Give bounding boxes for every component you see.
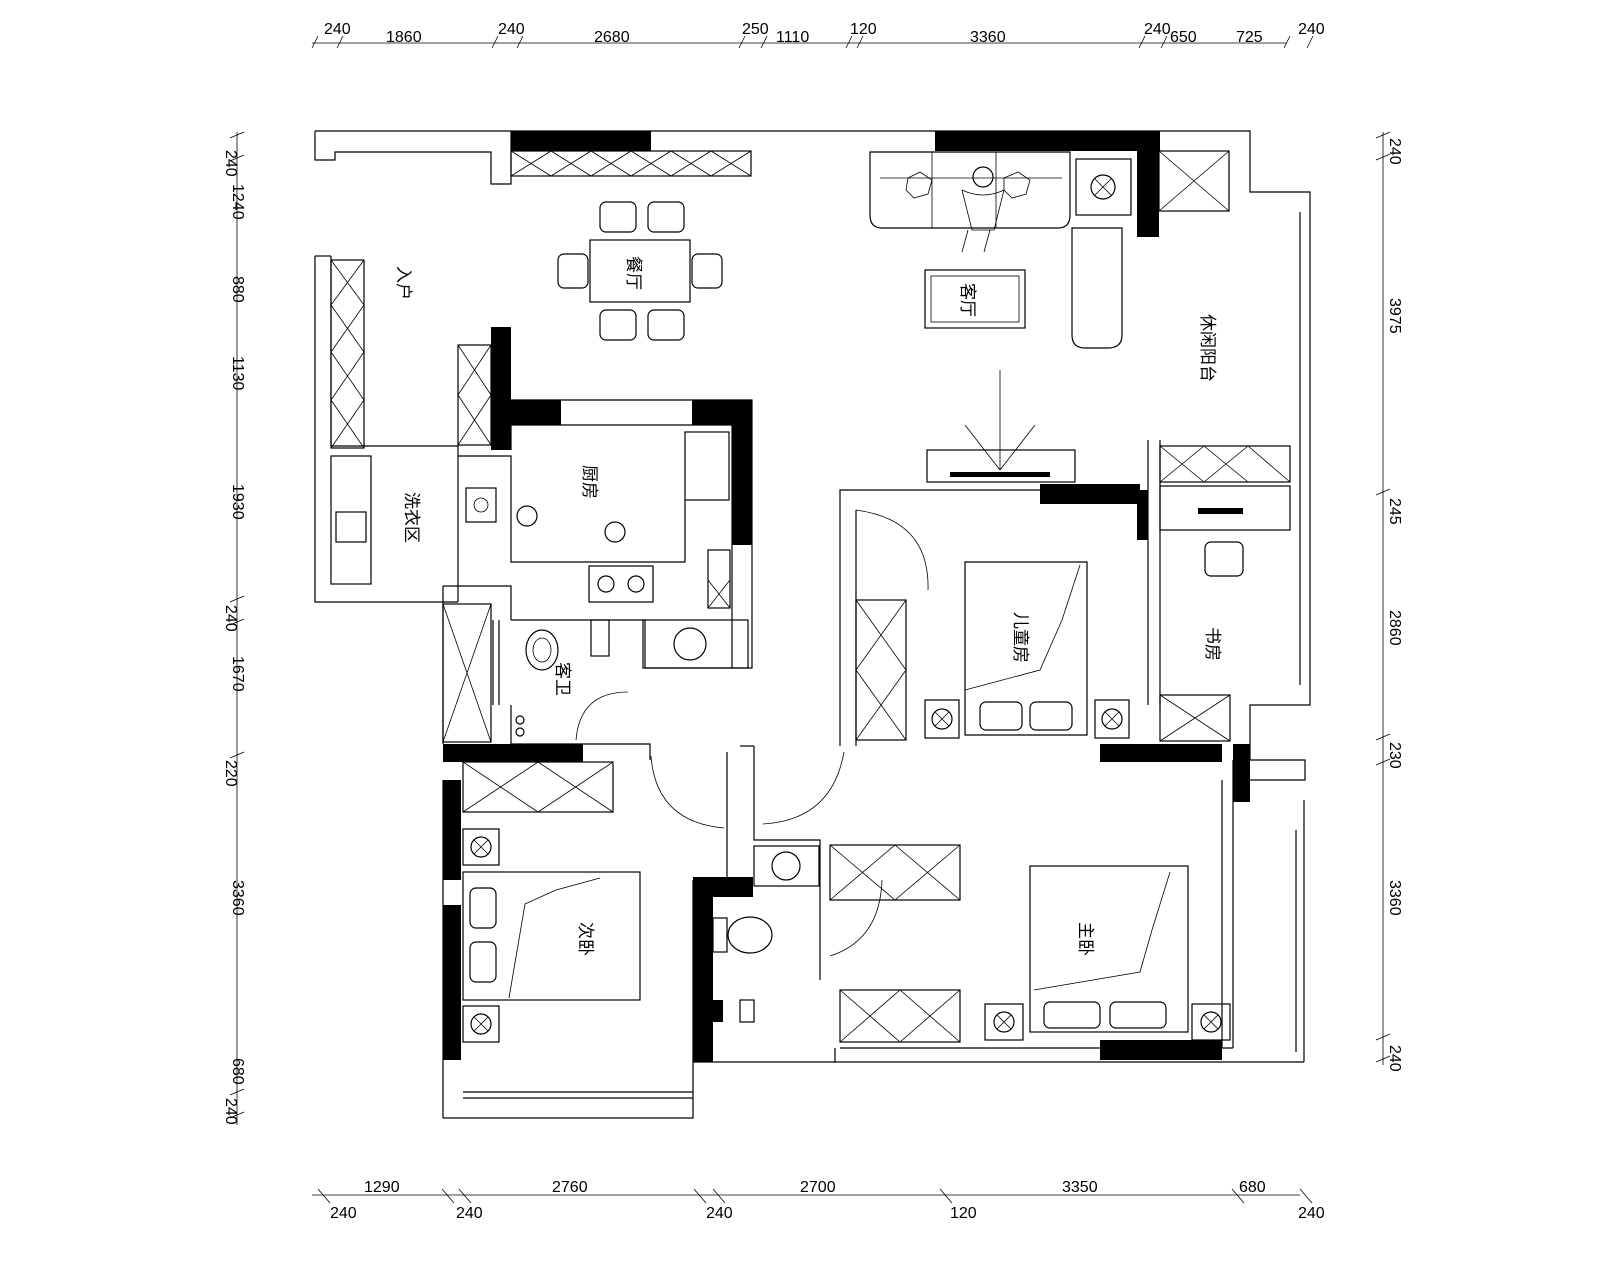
dim-right-7: 240 bbox=[1386, 1045, 1403, 1072]
dim-left-4: 1130 bbox=[229, 356, 246, 391]
dimensions-left: 240 1240 880 1130 1930 240 1670 220 3360… bbox=[222, 150, 246, 1125]
dim-top-10: 650 bbox=[1170, 29, 1197, 46]
dimensions-bottom: 1290 2760 2700 3350 680 240 240 240 120 … bbox=[330, 1179, 1325, 1222]
dim-top-11: 725 bbox=[1236, 29, 1263, 46]
dim-top-7: 120 bbox=[850, 21, 877, 38]
dim-top-8: 3360 bbox=[970, 29, 1006, 46]
label-kitchen: 厨房 bbox=[579, 465, 599, 499]
dim-bottom-3: 2700 bbox=[800, 1179, 836, 1196]
dim-right-4: 2860 bbox=[1386, 610, 1403, 646]
dim-bottom-4: 3350 bbox=[1062, 1179, 1098, 1196]
label-study: 书房 bbox=[1202, 627, 1222, 661]
label-entrance: 入户 bbox=[393, 266, 413, 300]
label-guest-bath: 客卫 bbox=[552, 662, 572, 696]
room-labels: 入户 餐厅 客厅 休闲阳台 厨房 洗衣区 客卫 儿童房 书房 次卧 主卧 bbox=[393, 256, 1222, 956]
dim-bottom-8: 240 bbox=[706, 1205, 733, 1222]
label-dining: 餐厅 bbox=[623, 256, 643, 290]
dim-bottom-7: 240 bbox=[456, 1205, 483, 1222]
dim-left-7: 1670 bbox=[229, 656, 246, 692]
dining-table bbox=[589, 239, 691, 303]
dim-right-2: 3975 bbox=[1386, 298, 1403, 334]
solid-walls bbox=[443, 131, 1250, 1062]
dimension-lines bbox=[229, 35, 1391, 1204]
dim-bottom-6: 240 bbox=[330, 1205, 357, 1222]
dim-right-3: 245 bbox=[1386, 498, 1403, 525]
dim-left-11: 240 bbox=[222, 1098, 239, 1125]
dim-right-1: 240 bbox=[1386, 138, 1403, 165]
dimensions-top: 240 1860 240 2680 250 1110 120 3360 240 … bbox=[324, 21, 1325, 46]
dim-left-9: 3360 bbox=[229, 880, 246, 916]
dim-top-5: 250 bbox=[742, 21, 769, 38]
dim-bottom-9: 120 bbox=[950, 1205, 977, 1222]
dim-top-3: 240 bbox=[498, 21, 525, 38]
dim-top-9: 240 bbox=[1144, 21, 1171, 38]
dim-left-3: 880 bbox=[229, 276, 246, 303]
dimensions-right: 240 3975 245 2860 230 3360 240 bbox=[1386, 138, 1403, 1072]
label-kids-room: 儿童房 bbox=[1010, 612, 1030, 663]
dim-left-8: 220 bbox=[222, 760, 239, 787]
dim-top-6: 1110 bbox=[776, 29, 809, 46]
dim-left-2: 1240 bbox=[229, 184, 246, 220]
dim-bottom-1: 1290 bbox=[364, 1179, 400, 1196]
dim-left-6: 240 bbox=[222, 605, 239, 632]
dim-right-6: 3360 bbox=[1386, 880, 1403, 916]
label-leisure-balcony: 休闲阳台 bbox=[1197, 314, 1217, 382]
dim-top-4: 2680 bbox=[594, 29, 630, 46]
cabinets bbox=[330, 150, 1291, 1043]
dim-top-1: 240 bbox=[324, 21, 351, 38]
label-laundry: 洗衣区 bbox=[401, 492, 421, 543]
dim-left-5: 1930 bbox=[229, 484, 246, 520]
dim-left-10: 680 bbox=[229, 1058, 246, 1085]
dim-top-2: 1860 bbox=[386, 29, 422, 46]
label-master-bedroom: 主卧 bbox=[1075, 922, 1095, 956]
label-living: 客厅 bbox=[957, 283, 977, 317]
dim-bottom-10: 240 bbox=[1298, 1205, 1325, 1222]
dim-left-1: 240 bbox=[222, 150, 239, 177]
label-second-bedroom: 次卧 bbox=[575, 922, 595, 956]
furniture bbox=[330, 151, 1291, 1043]
dim-right-5: 230 bbox=[1386, 742, 1403, 769]
wall-outlines bbox=[314, 130, 1311, 1119]
dim-top-12: 240 bbox=[1298, 21, 1325, 38]
dim-bottom-5: 680 bbox=[1239, 1179, 1266, 1196]
dim-bottom-2: 2760 bbox=[552, 1179, 588, 1196]
